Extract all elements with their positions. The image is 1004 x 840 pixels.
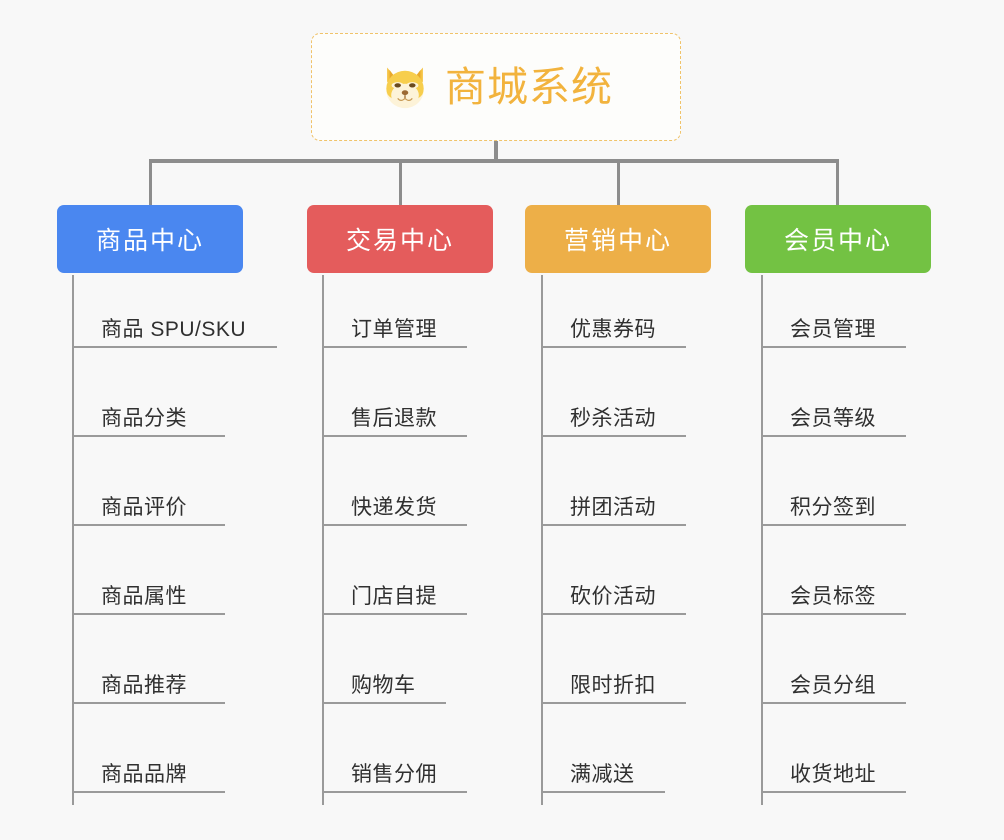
connector-root-stem: [494, 141, 498, 162]
leaf-underline: [72, 346, 277, 348]
category-box-交易中心[interactable]: 交易中心: [307, 205, 493, 273]
leaf-label: 秒杀活动: [570, 407, 656, 430]
connector-drop-1: [149, 159, 152, 207]
leaf-underline: [761, 613, 906, 615]
leaf-label: 会员等级: [790, 407, 876, 430]
leaf-label: 会员标签: [790, 585, 876, 608]
leaf-underline: [761, 435, 906, 437]
shiba-dog-face-icon: [386, 67, 424, 109]
leaf-underline: [72, 791, 225, 793]
branch-trunk-4: [761, 275, 763, 805]
leaf-underline: [72, 613, 225, 615]
leaf-label: 优惠券码: [570, 318, 656, 341]
branch-trunk-3: [541, 275, 543, 805]
leaf-label: 会员分组: [790, 674, 876, 697]
leaf-underline: [322, 524, 467, 526]
leaf-underline: [541, 791, 665, 793]
leaf-underline: [72, 524, 225, 526]
leaf-underline: [72, 435, 225, 437]
leaf-label: 砍价活动: [570, 585, 656, 608]
leaf-underline: [322, 346, 467, 348]
leaf-underline: [761, 346, 906, 348]
connector-drop-4: [836, 159, 839, 207]
leaf-label: 商品评价: [101, 496, 187, 519]
branch-trunk-1: [72, 275, 74, 805]
connector-horizontal-bus: [149, 159, 839, 163]
leaf-label: 拼团活动: [570, 496, 656, 519]
leaf-label: 购物车: [351, 674, 416, 697]
leaf-underline: [761, 702, 906, 704]
branch-trunk-2: [322, 275, 324, 805]
category-label: 商品中心: [95, 227, 204, 255]
category-label: 交易中心: [345, 227, 454, 255]
leaf-label: 销售分佣: [351, 763, 437, 786]
leaf-label: 会员管理: [790, 318, 876, 341]
leaf-underline: [761, 791, 906, 793]
leaf-underline: [541, 435, 686, 437]
leaf-underline: [761, 524, 906, 526]
leaf-label: 商品推荐: [101, 674, 187, 697]
leaf-underline: [322, 702, 446, 704]
leaf-underline: [541, 524, 686, 526]
leaf-underline: [322, 435, 467, 437]
leaf-label: 积分签到: [790, 496, 876, 519]
category-label: 会员中心: [783, 227, 892, 255]
leaf-label: 商品分类: [101, 407, 187, 430]
root-title: 商城系统: [445, 63, 613, 110]
category-box-商品中心[interactable]: 商品中心: [57, 205, 243, 273]
leaf-label: 限时折扣: [570, 674, 656, 697]
leaf-label: 商品属性: [101, 585, 187, 608]
connector-drop-3: [617, 159, 620, 207]
category-box-营销中心[interactable]: 营销中心: [525, 205, 711, 273]
leaf-label: 商品 SPU/SKU: [101, 318, 247, 341]
leaf-label: 快递发货: [351, 496, 437, 519]
connector-drop-2: [399, 159, 402, 207]
leaf-label: 门店自提: [351, 585, 437, 608]
leaf-underline: [322, 613, 467, 615]
leaf-underline: [322, 791, 467, 793]
leaf-label: 售后退款: [351, 407, 437, 430]
leaf-label: 收货地址: [790, 763, 876, 786]
root-node[interactable]: 商城系统: [311, 33, 681, 141]
leaf-underline: [541, 613, 686, 615]
leaf-label: 满减送: [570, 763, 635, 786]
leaf-underline: [541, 346, 686, 348]
category-label: 营销中心: [563, 227, 672, 255]
category-box-会员中心[interactable]: 会员中心: [745, 205, 931, 273]
leaf-label: 商品品牌: [101, 763, 187, 786]
leaf-underline: [72, 702, 225, 704]
leaf-underline: [541, 702, 686, 704]
leaf-label: 订单管理: [351, 318, 437, 341]
